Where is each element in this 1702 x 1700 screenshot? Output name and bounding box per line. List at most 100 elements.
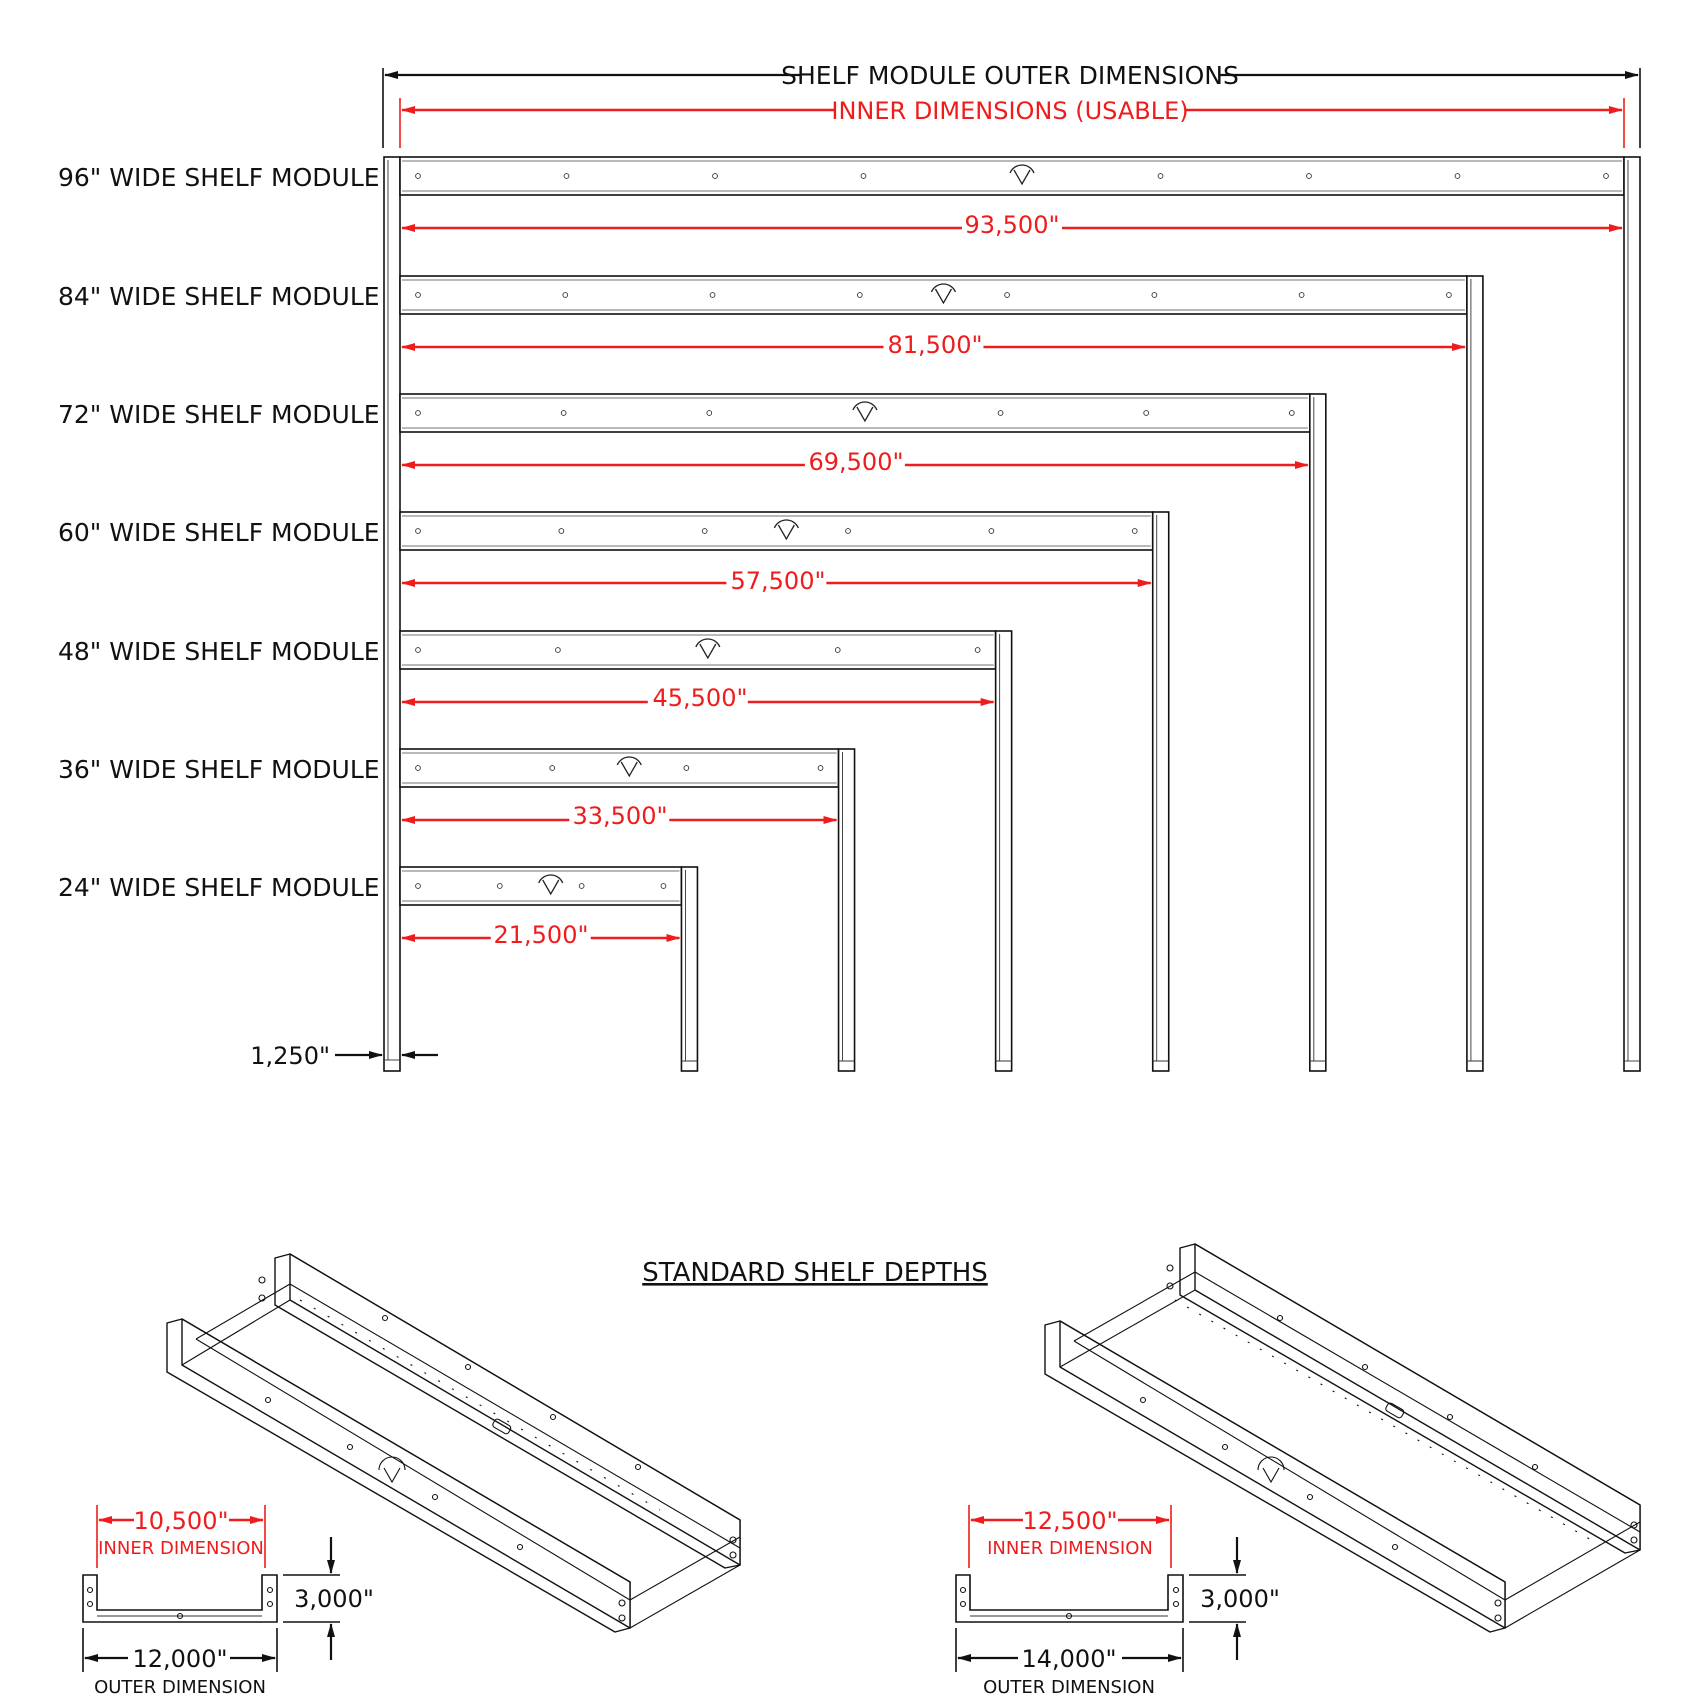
left-post <box>383 156 401 1072</box>
shelf-hole <box>555 647 561 653</box>
shelf-hole <box>415 410 421 416</box>
post-thickness-label: 1,250" <box>250 1042 330 1070</box>
shelf-hole <box>997 410 1004 416</box>
logo-mark <box>773 519 799 541</box>
inner-dim-60: 57,500" <box>730 567 825 595</box>
inner-dim-84: 81,500" <box>887 331 982 359</box>
profile-14in: 12,500" INNER DIMENSION 3,000" 14,000" O… <box>955 1505 1280 1698</box>
shelf-hole <box>683 765 690 771</box>
shelf-hole <box>563 173 570 179</box>
shelf-hole <box>1603 173 1609 179</box>
right-post-72 <box>1309 393 1327 1072</box>
outer-dim-label-12in: OUTER DIMENSION <box>94 1677 266 1698</box>
right-post-36 <box>837 748 856 1072</box>
shelf-hole <box>817 765 824 771</box>
logo-mark <box>1009 164 1035 186</box>
profile-12in: 10,500" INNER DIMENSION 3,000" 12,000" O… <box>82 1505 374 1698</box>
shelf-hole <box>415 647 421 653</box>
inner-dim-96: 93,500" <box>964 211 1059 239</box>
shelf-hole <box>706 410 713 416</box>
shelf-hole <box>1157 173 1164 179</box>
module-label-84: 84" WIDE SHELF MODULE <box>58 282 380 311</box>
depths-title: STANDARD SHELF DEPTHS <box>642 1258 988 1288</box>
module-label-60: 60" WIDE SHELF MODULE <box>58 518 380 547</box>
shelf-hole <box>660 883 667 889</box>
module-label-24: 24" WIDE SHELF MODULE <box>58 873 380 902</box>
right-post-48 <box>994 630 1013 1072</box>
shelf-hole <box>558 528 565 534</box>
module-row-60: 60" WIDE SHELF MODULE 57,500" <box>58 518 826 595</box>
module-label-36: 36" WIDE SHELF MODULE <box>58 755 380 784</box>
module-label-96: 96" WIDE SHELF MODULE <box>58 163 380 192</box>
shelf-hole <box>1143 410 1150 416</box>
shelf-hole <box>860 173 867 179</box>
shelf-bar-72 <box>399 393 1311 433</box>
outer-dim-14in: 14,000" <box>1021 1645 1116 1673</box>
right-post-60 <box>1151 511 1170 1072</box>
shelf-hole <box>415 765 421 771</box>
inner-dim-label-14in: INNER DIMENSION <box>987 1538 1153 1559</box>
right-post-24 <box>680 866 699 1072</box>
shelf-hole <box>1131 528 1138 534</box>
shelf-hole <box>560 410 567 416</box>
shelf-hole <box>415 292 421 298</box>
module-label-72: 72" WIDE SHELF MODULE <box>58 400 380 429</box>
shelf-hole <box>496 883 503 889</box>
shelf-hole <box>415 173 421 179</box>
outer-dim-label-14in: OUTER DIMENSION <box>983 1677 1155 1698</box>
inner-dimensions-label: INNER DIMENSIONS (USABLE) <box>831 97 1188 125</box>
shelf-bar-60 <box>399 511 1154 551</box>
inner-dim-36: 33,500" <box>572 802 667 830</box>
shelf-hole <box>834 647 841 653</box>
shelf-hole <box>1298 292 1305 298</box>
iso-shelf-12in <box>166 1253 741 1633</box>
shelf-hole <box>845 528 851 534</box>
module-row-24: 24" WIDE SHELF MODULE 21,500" <box>58 873 589 949</box>
module-row-96: 96" WIDE SHELF MODULE 93,500" <box>58 163 1060 239</box>
logo-mark <box>695 638 721 660</box>
inner-dim-label-12in: INNER DIMENSION <box>98 1538 264 1559</box>
module-label-48: 48" WIDE SHELF MODULE <box>58 637 380 666</box>
logo-mark <box>930 283 957 305</box>
right-post-96 <box>1623 156 1641 1072</box>
shelf-hole <box>974 647 981 653</box>
shelf-hole <box>709 292 716 298</box>
shelf-hole <box>856 292 863 298</box>
shelf-bar-84 <box>399 275 1468 315</box>
logo-mark <box>616 756 642 778</box>
inner-dim-14in: 12,500" <box>1022 1507 1117 1535</box>
inner-dim-48: 45,500" <box>652 684 747 712</box>
shelf-hole <box>415 883 421 889</box>
iso-shelf-14in <box>1044 1243 1641 1633</box>
shelf-bar-96 <box>399 156 1625 196</box>
outer-dimension-line: SHELF MODULE OUTER DIMENSIONS <box>382 61 1641 148</box>
shelf-hole <box>415 528 421 534</box>
module-row-84: 84" WIDE SHELF MODULE 81,500" <box>58 282 983 359</box>
inner-dimension-line: INNER DIMENSIONS (USABLE) <box>399 97 1625 148</box>
shelf-hole <box>1151 292 1158 298</box>
inner-dim-72: 69,500" <box>808 448 903 476</box>
logo-mark <box>852 401 878 423</box>
shelf-hole <box>562 292 569 298</box>
shelf-hole <box>712 173 718 179</box>
right-post-84 <box>1466 275 1484 1072</box>
module-geometry <box>399 156 1641 1072</box>
shelf-bar-48 <box>399 630 997 670</box>
shelf-hole <box>701 528 708 534</box>
shelf-hole <box>1004 292 1010 298</box>
height-dim-12in: 3,000" <box>294 1585 374 1613</box>
shelf-hole <box>1288 410 1295 416</box>
inner-dim-24: 21,500" <box>493 921 588 949</box>
module-row-36: 36" WIDE SHELF MODULE 33,500" <box>58 755 668 830</box>
module-row-48: 48" WIDE SHELF MODULE 45,500" <box>58 637 748 712</box>
shelf-hole <box>988 528 995 534</box>
shelf-hole <box>578 883 585 889</box>
shelf-bar-24 <box>399 866 683 906</box>
shelf-hole <box>549 765 556 771</box>
post-thickness-dimension: 1,250" <box>250 1042 438 1070</box>
shelf-hole <box>1446 292 1452 298</box>
shelf-hole <box>1454 173 1461 179</box>
outer-dim-12in: 12,000" <box>132 1645 227 1673</box>
height-dim-14in: 3,000" <box>1200 1585 1280 1613</box>
